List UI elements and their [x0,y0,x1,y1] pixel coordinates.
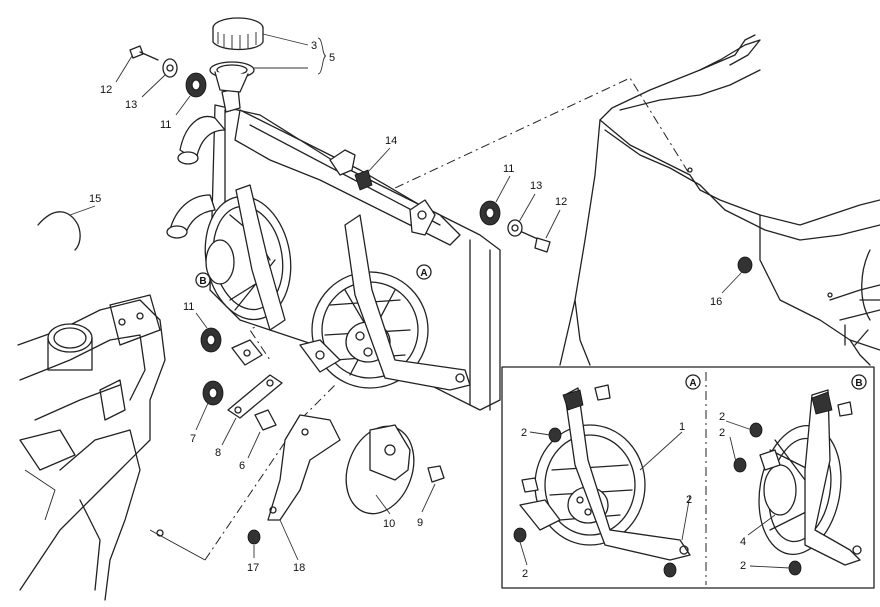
callout-3: 3 [311,40,317,52]
frame-outline [17,294,206,601]
callout-17: 17 [247,562,259,574]
callout-2-inset-b-top: 2 [719,411,725,423]
loose-parts [37,17,753,545]
callout-13-left: 13 [125,99,137,111]
fan-b [204,184,292,331]
callout-16: 16 [710,296,722,308]
detail-inset [501,366,875,589]
marker-b-inset [851,374,867,390]
callout-4: 4 [740,536,746,548]
callout-1: 1 [679,421,685,433]
callout-11-right: 11 [503,163,514,175]
callout-2-inset-b-mid: 2 [719,427,725,439]
callout-18: 18 [293,562,305,574]
marker-a-main [416,264,432,280]
callout-15: 15 [89,193,101,205]
callout-2-inset-a-right: 2 [686,494,692,506]
callout-12-right: 12 [555,196,567,208]
callout-10: 10 [383,518,395,530]
fan-a [299,214,471,391]
callout-13-right: 13 [530,180,542,192]
marker-a-main-label: A [420,268,427,279]
callout-14: 14 [385,135,397,147]
marker-a-inset [685,374,701,390]
marker-a-inset-label: A [689,378,696,389]
callout-11-top: 11 [160,119,171,131]
callout-9: 9 [417,517,423,529]
marker-b-inset-label: B [855,378,862,389]
callout-8: 8 [215,447,221,459]
callout-7: 7 [190,433,196,445]
callout-2-inset-b-bottom: 2 [740,560,746,572]
callout-11-lower: 11 [183,301,194,313]
reference-lines [204,77,691,561]
callout-12-left: 12 [100,84,112,96]
callout-2-inset-a-top: 2 [521,427,527,439]
marker-b-main-label: B [199,276,206,287]
callout-2-inset-a-bottom: 2 [522,568,528,580]
callout-6: 6 [239,460,245,472]
marker-b-main [195,272,211,288]
callout-labels: 3 5 12 13 11 14 11 13 12 15 16 11 7 8 6 … [89,40,746,580]
fairing-panel [559,34,880,366]
callout-5: 5 [329,52,335,64]
leader-lines [69,33,791,569]
view-markers: B A A B [195,264,867,390]
